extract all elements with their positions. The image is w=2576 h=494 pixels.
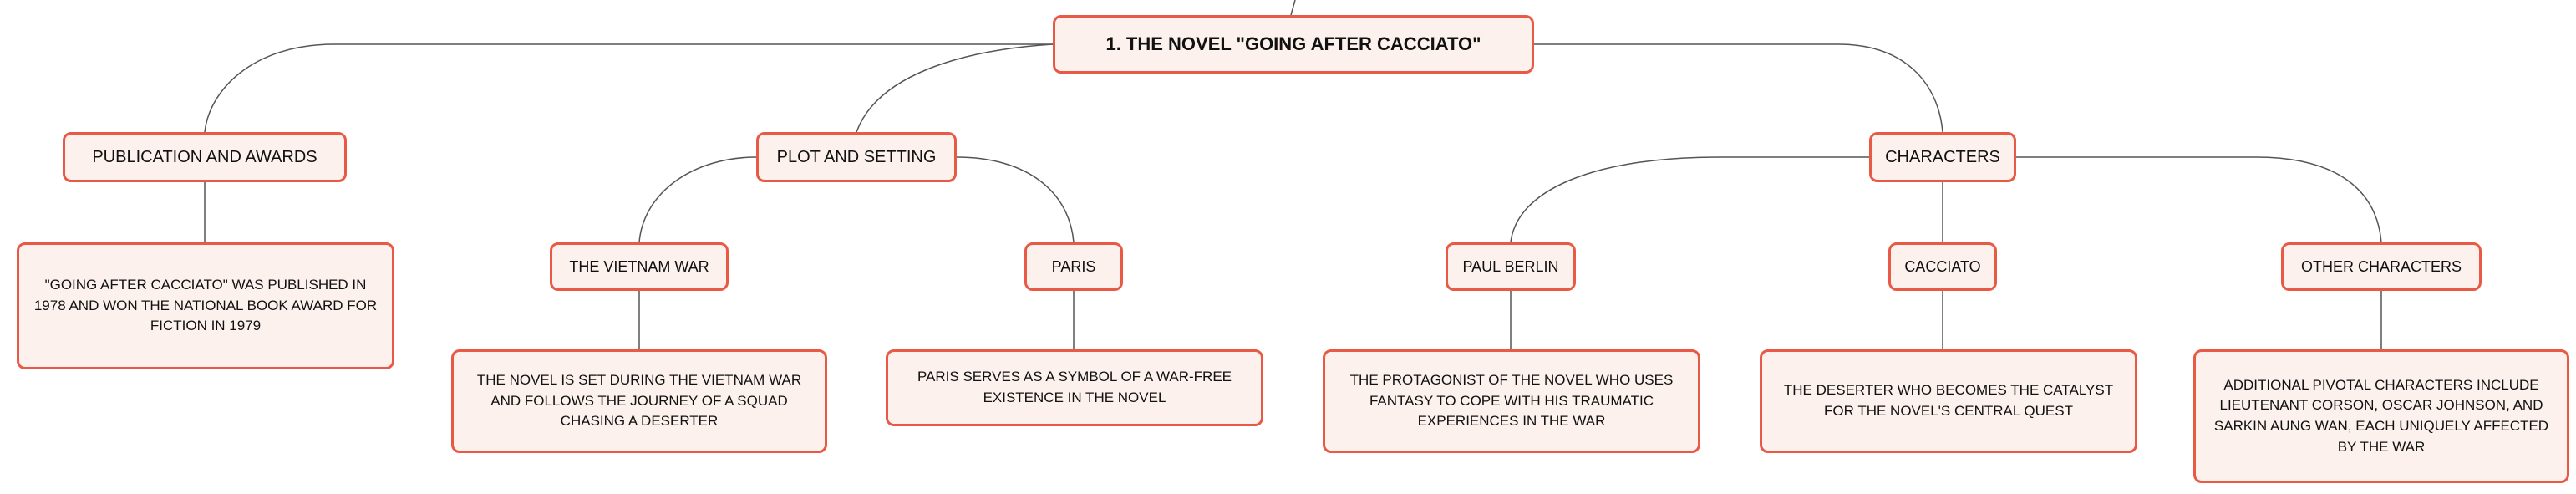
connector-root-characters <box>1534 43 1943 133</box>
connector-characters-others <box>2016 156 2382 243</box>
topic-characters[interactable]: CHARACTERS <box>1869 132 2016 182</box>
topic-paul-berlin[interactable]: PAUL BERLIN <box>1446 242 1576 291</box>
topic-publication-and-awards[interactable]: PUBLICATION AND AWARDS <box>63 132 347 182</box>
connector-root-plot <box>856 43 1054 133</box>
detail-paris[interactable]: PARIS SERVES AS A SYMBOL OF A WAR-FREE E… <box>886 349 1263 426</box>
detail-vietnam-war[interactable]: THE NOVEL IS SET DURING THE VIETNAM WAR … <box>451 349 827 453</box>
connector-root-publication <box>204 43 1053 133</box>
topic-cacciato[interactable]: CACCIATO <box>1888 242 1997 291</box>
root-topic[interactable]: 1. THE NOVEL "GOING AFTER CACCIATO" <box>1053 15 1534 74</box>
topic-the-vietnam-war[interactable]: THE VIETNAM WAR <box>550 242 729 291</box>
connector-plot-vietnam <box>638 156 757 243</box>
topic-plot-and-setting[interactable]: PLOT AND SETTING <box>756 132 957 182</box>
connector-plot-paris <box>956 156 1075 243</box>
topic-other-characters[interactable]: OTHER CHARACTERS <box>2281 242 2482 291</box>
topic-paris[interactable]: PARIS <box>1024 242 1123 291</box>
detail-other-characters[interactable]: ADDITIONAL PIVOTAL CHARACTERS INCLUDE LI… <box>2193 349 2569 483</box>
detail-paul-berlin[interactable]: THE PROTAGONIST OF THE NOVEL WHO USES FA… <box>1323 349 1700 453</box>
connector-characters-paul <box>1510 156 1869 243</box>
detail-cacciato[interactable]: THE DESERTER WHO BECOMES THE CATALYST FO… <box>1760 349 2137 453</box>
detail-publication[interactable]: "GOING AFTER CACCIATO" WAS PUBLISHED IN … <box>17 242 394 369</box>
connector-root-parent <box>1290 0 1296 16</box>
